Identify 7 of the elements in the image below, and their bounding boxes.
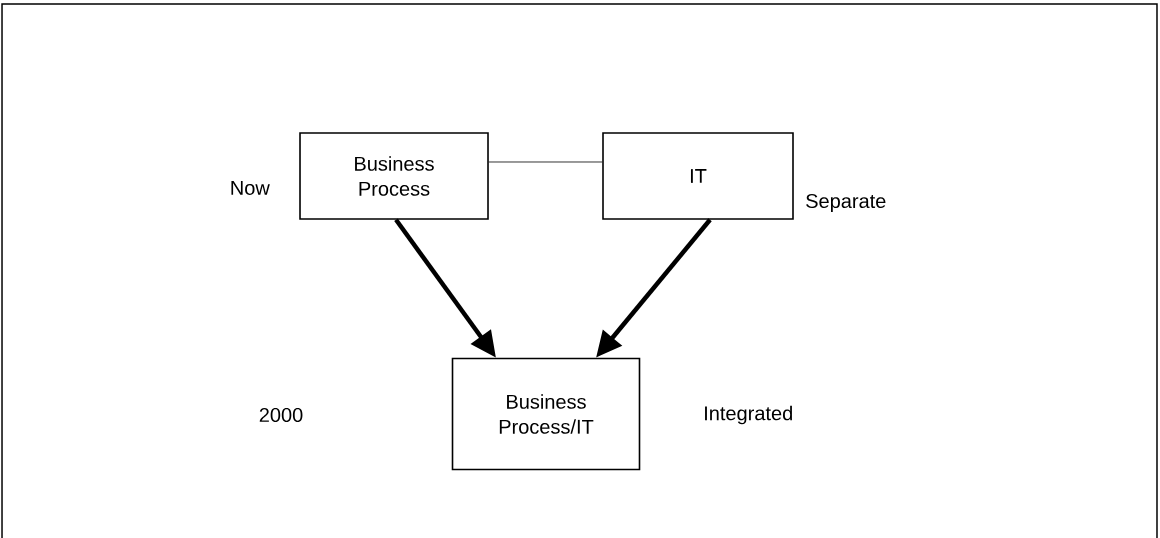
connector-line [488, 161, 603, 163]
text-label: 2000 [259, 407, 303, 423]
process-box: IT [602, 132, 794, 220]
process-box: Business Process/IT [451, 357, 641, 471]
process-box: Business Process [299, 132, 489, 220]
text-label: Integrated [705, 405, 792, 425]
text-label: Now [231, 181, 270, 195]
